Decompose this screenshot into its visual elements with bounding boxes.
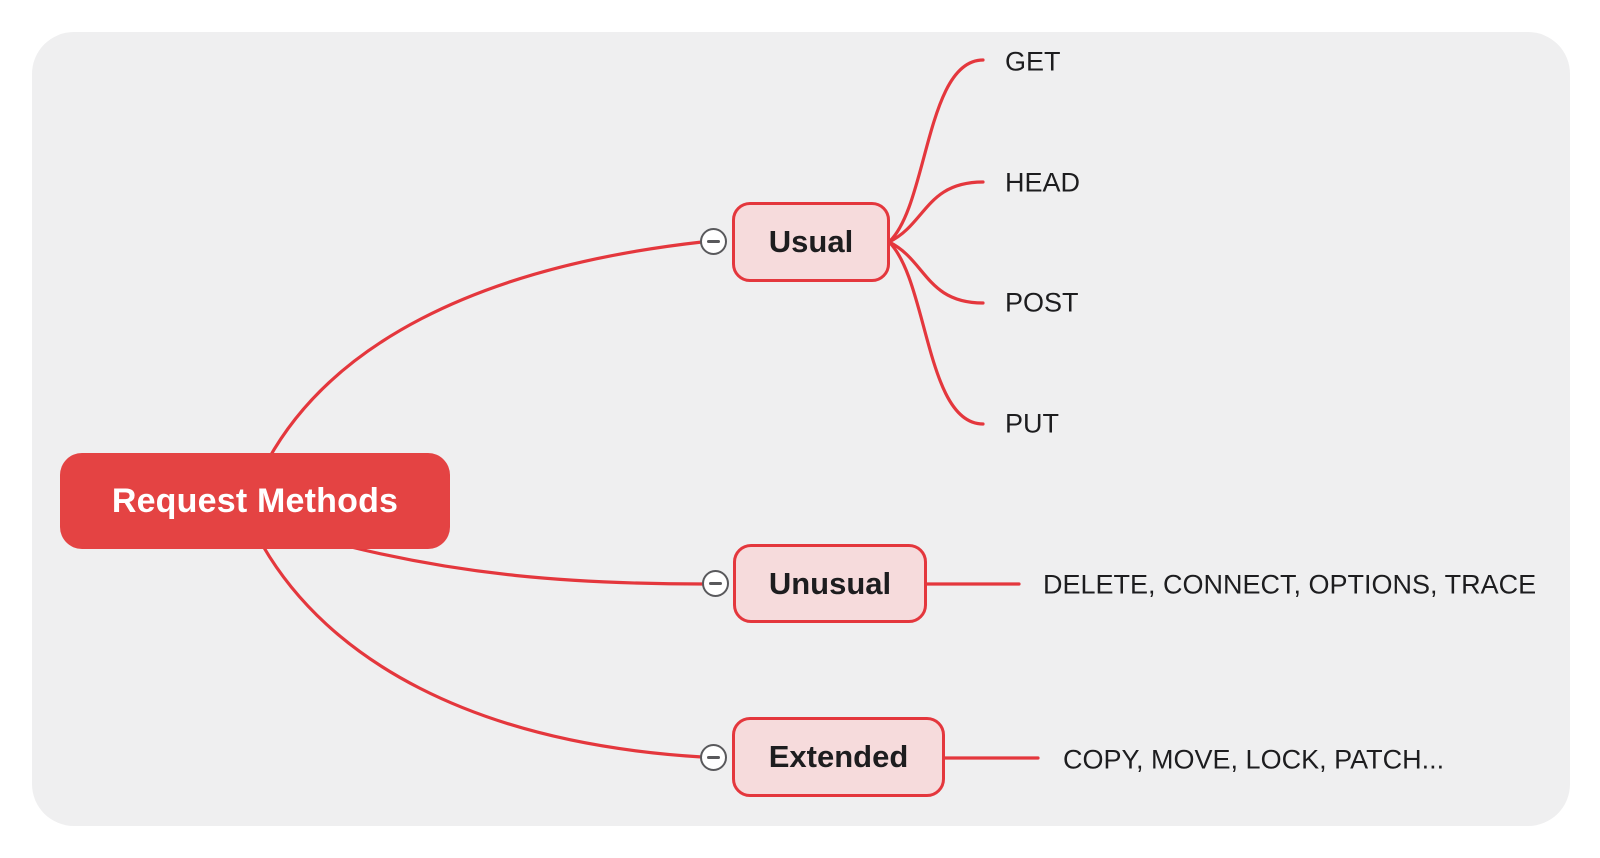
edge-usual-head (887, 180, 985, 244)
node-extended[interactable]: Extended (732, 717, 945, 797)
collapse-icon-usual[interactable] (700, 228, 727, 255)
minus-icon (709, 582, 722, 585)
node-request-methods[interactable]: Request Methods (60, 453, 450, 549)
node-unusual[interactable]: Unusual (733, 544, 927, 623)
extended-node-label: Extended (768, 739, 909, 774)
collapse-icon-extended[interactable] (700, 744, 727, 771)
minus-icon (707, 756, 720, 759)
leaf-post[interactable]: POST (1005, 287, 1079, 318)
unusual-node-label: Unusual (768, 565, 892, 601)
edge-usual-get (887, 58, 985, 244)
leaf-extended-methods[interactable]: COPY, MOVE, LOCK, PATCH... (1063, 744, 1445, 775)
minus-icon (707, 240, 720, 243)
edge-root-usual (266, 240, 704, 462)
edge-usual-post (887, 240, 985, 305)
leaf-unusual-methods[interactable]: DELETE, CONNECT, OPTIONS, TRACE (1043, 569, 1537, 600)
edge-usual-put (887, 240, 985, 426)
root-node-label: Request Methods (111, 481, 399, 520)
leaf-head[interactable]: HEAD (1005, 167, 1081, 198)
usual-node-label: Usual (768, 224, 854, 259)
edge-root-extended (261, 544, 704, 759)
leaf-put[interactable]: PUT (1005, 408, 1059, 439)
collapse-icon-unusual[interactable] (702, 570, 729, 597)
node-usual[interactable]: Usual (732, 202, 890, 282)
edge-root-unusual (345, 544, 706, 586)
leaf-get[interactable]: GET (1005, 46, 1061, 77)
